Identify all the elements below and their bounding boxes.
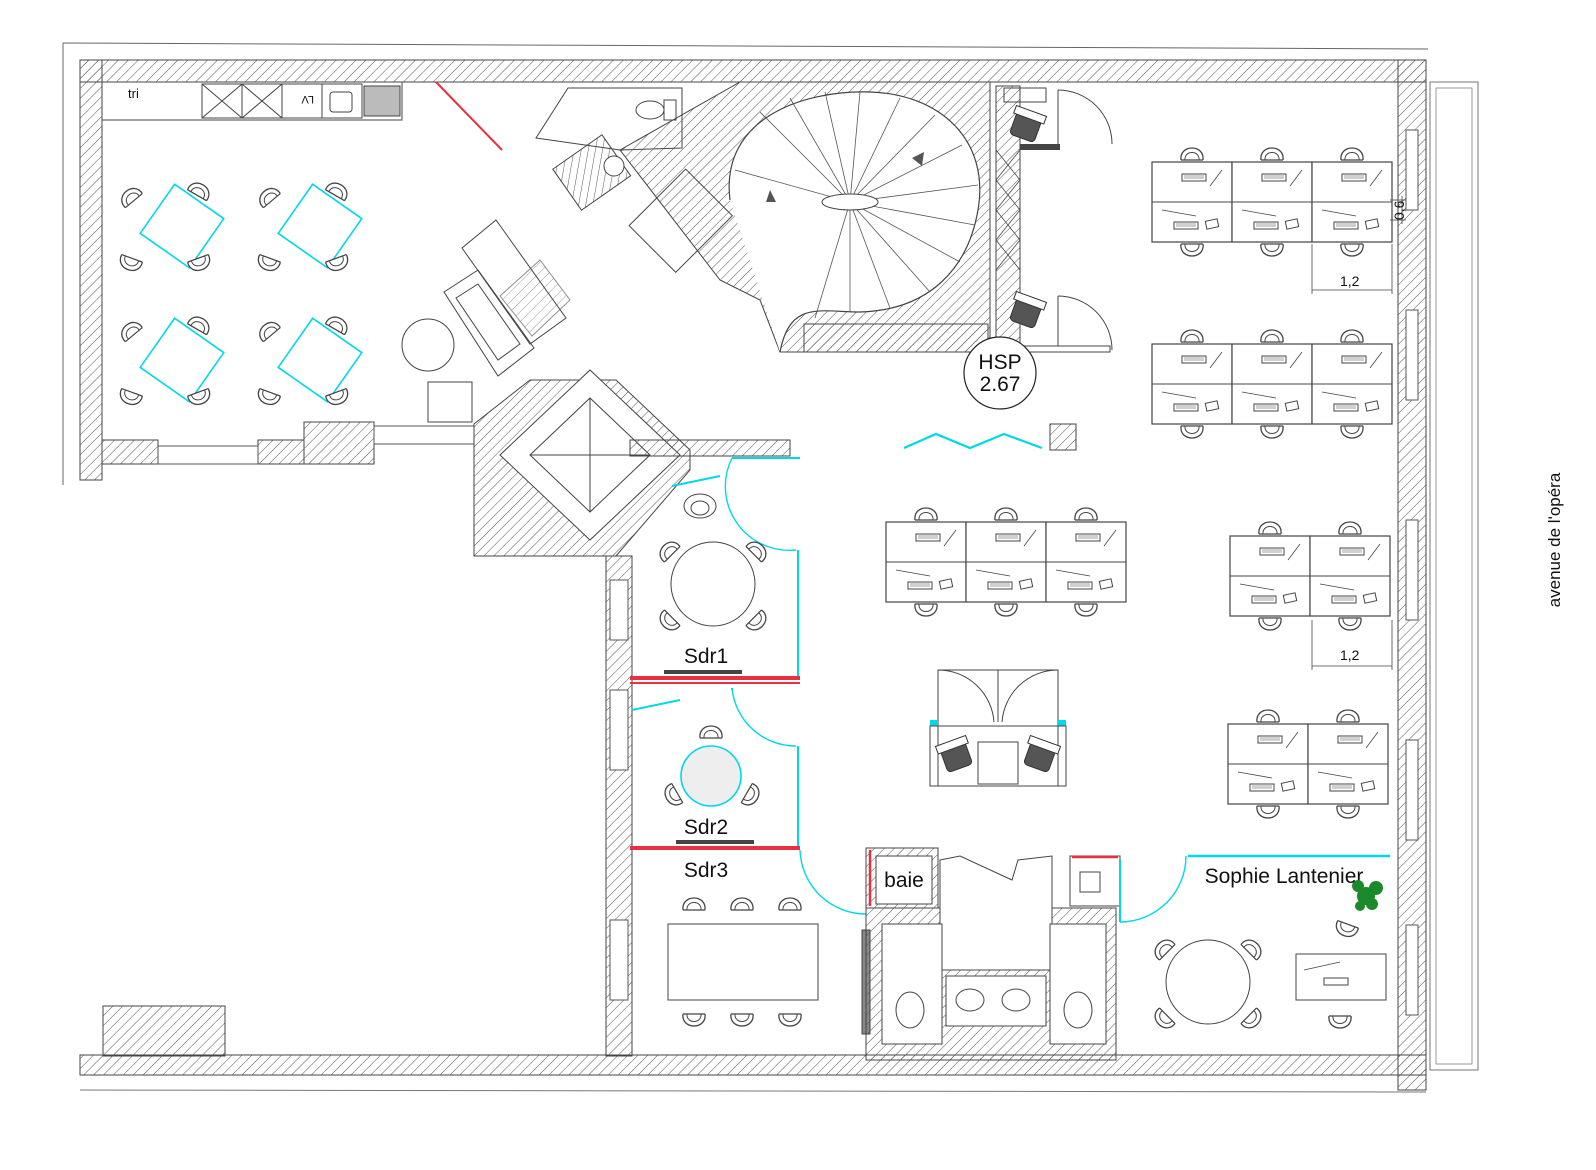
restrooms — [865, 855, 1121, 1061]
hsp-value: 2.67 — [980, 373, 1021, 396]
dim-06-label: 0,6 — [1391, 200, 1407, 220]
office-name-label: Sophie Lantenier — [1205, 865, 1364, 888]
meeting-room-sdr2: Sdr2 — [630, 687, 800, 850]
office-sophie: Sophie Lantenier — [1119, 854, 1390, 1033]
room-sdr3-label: Sdr3 — [684, 859, 728, 882]
meeting-room-sdr1: Sdr1 — [630, 457, 800, 684]
central-booth — [929, 669, 1067, 787]
room-sdr1-label: Sdr1 — [684, 645, 728, 668]
dim-12-top-label: 1,2 — [1340, 273, 1360, 289]
meeting-room-sdr3: Sdr3 — [667, 849, 871, 1035]
kitchen-counter: tri LV — [101, 81, 503, 151]
phone-booths — [995, 85, 1113, 353]
kitchen-tri-label: tri — [128, 86, 139, 101]
street-label: avenue de l'opéra — [1545, 472, 1564, 607]
exterior-walls — [62, 42, 1479, 1093]
hsp-title: HSP — [978, 351, 1021, 374]
glass-partition-top — [903, 432, 1043, 450]
room-baie-label: baie — [884, 869, 924, 892]
plant-icon — [1352, 880, 1383, 911]
cafeteria-area — [118, 179, 362, 407]
dimensions — [1311, 196, 1406, 670]
hsp-marker: HSP 2.67 — [963, 336, 1037, 410]
room-sdr2-label: Sdr2 — [684, 816, 728, 839]
kitchen-lv-label: LV — [301, 93, 314, 105]
server-bay-baie: baie — [865, 847, 939, 909]
lounge-corner — [401, 219, 571, 423]
dim-12-mid-label: 1,2 — [1340, 647, 1360, 663]
spiral-staircase — [619, 81, 991, 353]
wc-top — [535, 87, 683, 211]
